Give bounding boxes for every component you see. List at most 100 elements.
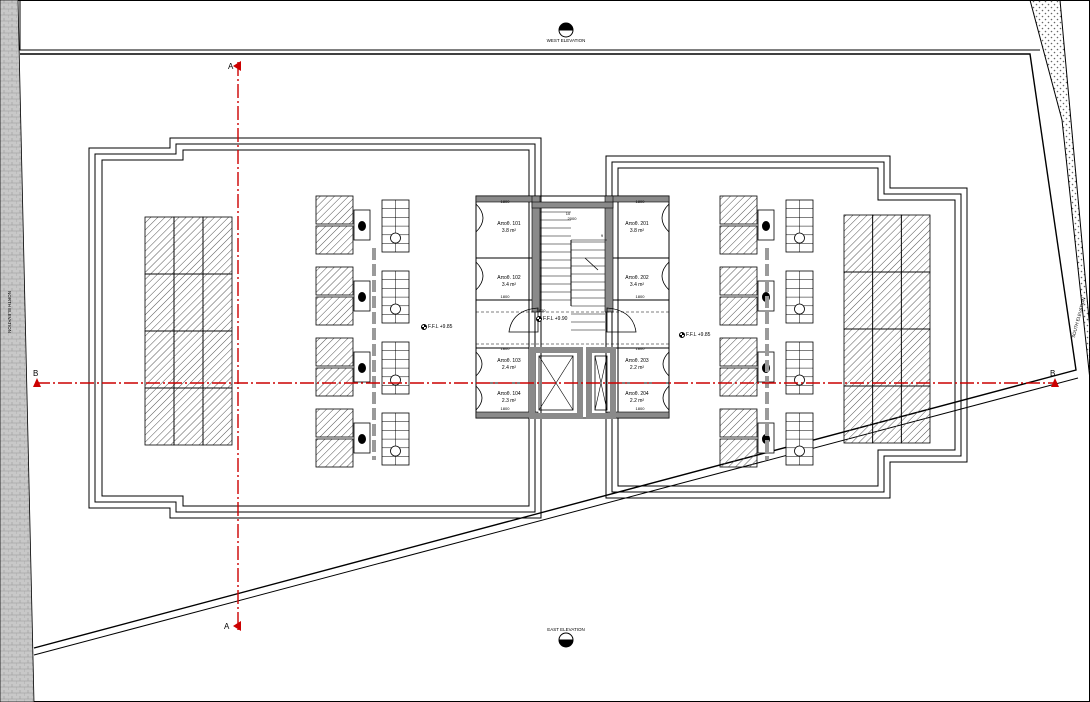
level-marker-left: F.F.L +9.85 xyxy=(421,324,453,330)
svg-text:10: 10 xyxy=(566,211,571,216)
solar-panel xyxy=(900,385,931,444)
solar-panel xyxy=(900,328,931,387)
ac-outdoor-unit xyxy=(719,367,758,397)
room-labels: Αποθ. 101 3.8 m² Αποθ. 102 3.4 m² Αποθ. … xyxy=(497,221,649,404)
solar-panel xyxy=(173,273,204,332)
solar-panel xyxy=(144,330,175,389)
ac-outdoor-unit xyxy=(719,266,758,296)
tank-circle xyxy=(794,232,805,244)
svg-text:1800: 1800 xyxy=(501,406,511,411)
dimension-labels: 1800 1800 1800 1800 1800 1800 1800 1800 … xyxy=(501,199,646,411)
solar-panel xyxy=(900,214,931,273)
room-name: Αποθ. 101 xyxy=(497,221,521,227)
ac-outdoor-unit xyxy=(315,337,354,367)
section-mark-b-left: B xyxy=(33,369,38,378)
tank-circle xyxy=(390,303,401,315)
vent-symbol xyxy=(358,221,366,231)
tank-circle xyxy=(794,303,805,315)
svg-text:1800: 1800 xyxy=(636,346,646,351)
solar-panel xyxy=(173,387,204,446)
level-marker-right: F.F.L +9.85 xyxy=(679,332,711,338)
svg-text:1800: 1800 xyxy=(636,406,646,411)
room-area: 2.2 m² xyxy=(630,398,645,404)
vent-symbol xyxy=(358,363,366,373)
ac-outdoor-unit xyxy=(719,225,758,255)
svg-text:9: 9 xyxy=(601,233,604,238)
solar-panel xyxy=(144,216,175,275)
ac-units-left xyxy=(315,195,410,468)
left-boundary-wall xyxy=(0,0,35,702)
room-name: Αποθ. 202 xyxy=(625,275,649,281)
room-area: 2.2 m² xyxy=(630,365,645,371)
solar-panel-array-left xyxy=(144,216,233,446)
solar-panel xyxy=(843,271,874,330)
ac-outdoor-unit xyxy=(315,195,354,225)
solar-panel xyxy=(843,328,874,387)
east-elevation-label: EAST ELEVATION xyxy=(547,627,585,632)
solar-panel xyxy=(202,330,233,389)
north-elevation-label: NORTH ELEVATION xyxy=(7,291,12,333)
right-roof-outline xyxy=(605,155,968,499)
solar-panel xyxy=(202,216,233,275)
ac-outdoor-unit xyxy=(315,296,354,326)
room-area: 2.3 m² xyxy=(502,398,517,404)
room-area: 3.8 m² xyxy=(630,228,645,234)
vent-symbol xyxy=(762,221,770,231)
section-mark-a-bottom: A xyxy=(224,622,230,631)
room-area: 3.4 m² xyxy=(502,282,517,288)
vent-symbol xyxy=(358,292,366,302)
solar-panel xyxy=(872,385,902,444)
room-name: Αποθ. 201 xyxy=(625,221,649,227)
level-marker-core: F.F.L +9.90 xyxy=(536,316,568,322)
solar-panel xyxy=(843,214,874,273)
solar-panel xyxy=(202,273,233,332)
room-area: 3.8 m² xyxy=(502,228,517,234)
solar-panel xyxy=(202,387,233,446)
left-roof-outline xyxy=(88,137,542,519)
solar-panel xyxy=(173,216,204,275)
room-area: 2.4 m² xyxy=(502,365,517,371)
solar-panel xyxy=(173,330,204,389)
room-name: Αποθ. 102 xyxy=(497,275,521,281)
solar-panel xyxy=(144,273,175,332)
svg-text:1800: 1800 xyxy=(501,199,511,204)
section-mark-a-top: A xyxy=(228,62,234,71)
svg-text:F.F.L +9.85: F.F.L +9.85 xyxy=(428,324,453,330)
room-name: Αποθ. 204 xyxy=(625,391,649,397)
west-elevation-label: WEST ELEVATION xyxy=(547,38,586,43)
vent-symbol xyxy=(358,434,366,444)
ac-outdoor-unit xyxy=(719,195,758,225)
svg-text:1800: 1800 xyxy=(501,346,511,351)
svg-text:1000: 1000 xyxy=(537,308,547,313)
ac-outdoor-unit xyxy=(315,408,354,438)
right-dotted-strip xyxy=(1030,0,1090,702)
room-name: Αποθ. 104 xyxy=(497,391,521,397)
ac-outdoor-unit xyxy=(719,337,758,367)
section-line-b: B B xyxy=(33,369,1059,387)
elevation-marker-bottom: EAST ELEVATION xyxy=(547,627,585,648)
svg-text:1800: 1800 xyxy=(636,199,646,204)
elevation-marker-top: WEST ELEVATION xyxy=(547,22,586,43)
ac-units-right xyxy=(719,195,814,468)
ac-outdoor-unit xyxy=(315,438,354,468)
ac-outdoor-unit xyxy=(315,266,354,296)
room-name: Αποθ. 103 xyxy=(497,358,521,364)
solar-panel xyxy=(872,328,902,387)
room-name: Αποθ. 203 xyxy=(625,358,649,364)
svg-text:F.F.L +9.85: F.F.L +9.85 xyxy=(686,332,711,338)
ac-outdoor-unit xyxy=(719,438,758,468)
solar-panel-array-right xyxy=(843,214,931,444)
solar-panel xyxy=(900,271,931,330)
ac-outdoor-unit xyxy=(719,408,758,438)
svg-text:2000: 2000 xyxy=(568,216,578,221)
section-mark-b-right: B xyxy=(1050,369,1055,378)
solar-panel xyxy=(843,385,874,444)
tank-circle xyxy=(390,445,401,457)
svg-text:1800: 1800 xyxy=(501,294,511,299)
solar-panel xyxy=(144,387,175,446)
svg-text:1800: 1800 xyxy=(636,294,646,299)
section-line-a: A A xyxy=(224,61,241,631)
tank-circle xyxy=(794,445,805,457)
solar-panel xyxy=(872,214,902,273)
